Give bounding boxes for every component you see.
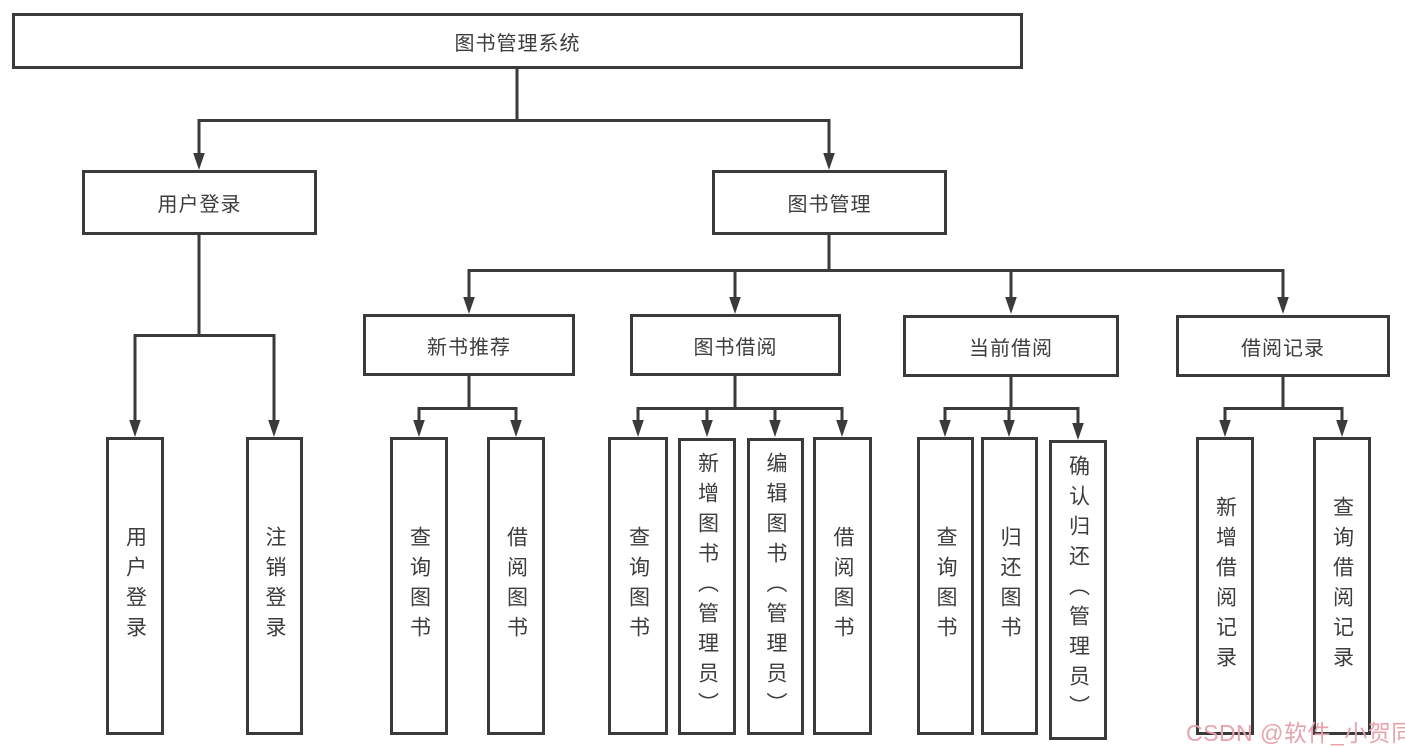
node-book-borrowing: 图书借阅 <box>630 314 841 376</box>
node-new-book-recommend: 新书推荐 <box>363 314 575 376</box>
node-user-login: 用户登录 <box>82 170 317 235</box>
node-new-book-recommend-label: 新书推荐 <box>427 336 511 359</box>
leaf-add-books-admin-label: 新增图书（管理员） <box>695 451 719 722</box>
node-root-system: 图书管理系统 <box>12 13 1023 69</box>
leaf-borrow-books: 借阅图书 <box>813 437 872 735</box>
leaf-add-borrow-record: 新增借阅记录 <box>1196 437 1254 735</box>
node-root-system-label: 图书管理系统 <box>454 32 581 55</box>
leaf-return-books-label: 归还图书 <box>998 526 1021 646</box>
leaf-recommend-borrow-books: 借阅图书 <box>487 437 545 735</box>
node-book-management: 图书管理 <box>712 170 947 235</box>
leaf-add-borrow-record-label: 新增借阅记录 <box>1213 496 1237 676</box>
leaf-borrowing-query-books: 查询图书 <box>608 437 668 735</box>
leaf-confirm-return-admin: 确认归还（管理员） <box>1049 440 1107 740</box>
leaf-recommend-query-books-label: 查询图书 <box>407 526 431 646</box>
leaf-confirm-return-admin-label: 确认归还（管理员） <box>1066 455 1090 725</box>
leaf-recommend-borrow-books-label: 借阅图书 <box>504 526 528 646</box>
leaf-logout-label: 注销登录 <box>263 526 286 646</box>
leaf-user-login: 用户登录 <box>106 437 164 735</box>
node-current-borrowing-label: 当前借阅 <box>969 337 1053 360</box>
node-book-management-label: 图书管理 <box>787 194 872 216</box>
leaf-logout: 注销登录 <box>246 437 303 735</box>
leaf-borrowing-query-books-label: 查询图书 <box>626 526 650 646</box>
leaf-current-query-books: 查询图书 <box>917 437 974 735</box>
leaf-edit-books-admin: 编辑图书（管理员） <box>747 438 804 735</box>
csdn-watermark: CSDN @软件_小贺同学 <box>1186 720 1405 746</box>
node-book-borrowing-label: 图书借阅 <box>693 336 778 359</box>
leaf-borrow-books-label: 借阅图书 <box>831 526 854 646</box>
node-user-login-label: 用户登录 <box>157 194 242 216</box>
leaf-user-login-label: 用户登录 <box>123 526 147 646</box>
leaf-query-borrow-record: 查询借阅记录 <box>1313 437 1371 735</box>
node-borrowing-records-label: 借阅记录 <box>1241 337 1325 360</box>
node-current-borrowing: 当前借阅 <box>903 315 1119 377</box>
leaf-edit-books-admin-label: 编辑图书（管理员） <box>764 451 787 722</box>
leaf-recommend-query-books: 查询图书 <box>390 437 448 735</box>
node-borrowing-records: 借阅记录 <box>1176 315 1390 377</box>
leaf-return-books: 归还图书 <box>981 437 1038 735</box>
leaf-add-books-admin: 新增图书（管理员） <box>678 438 736 735</box>
leaf-query-borrow-record-label: 查询借阅记录 <box>1330 496 1354 676</box>
leaf-current-query-books-label: 查询图书 <box>934 526 957 646</box>
